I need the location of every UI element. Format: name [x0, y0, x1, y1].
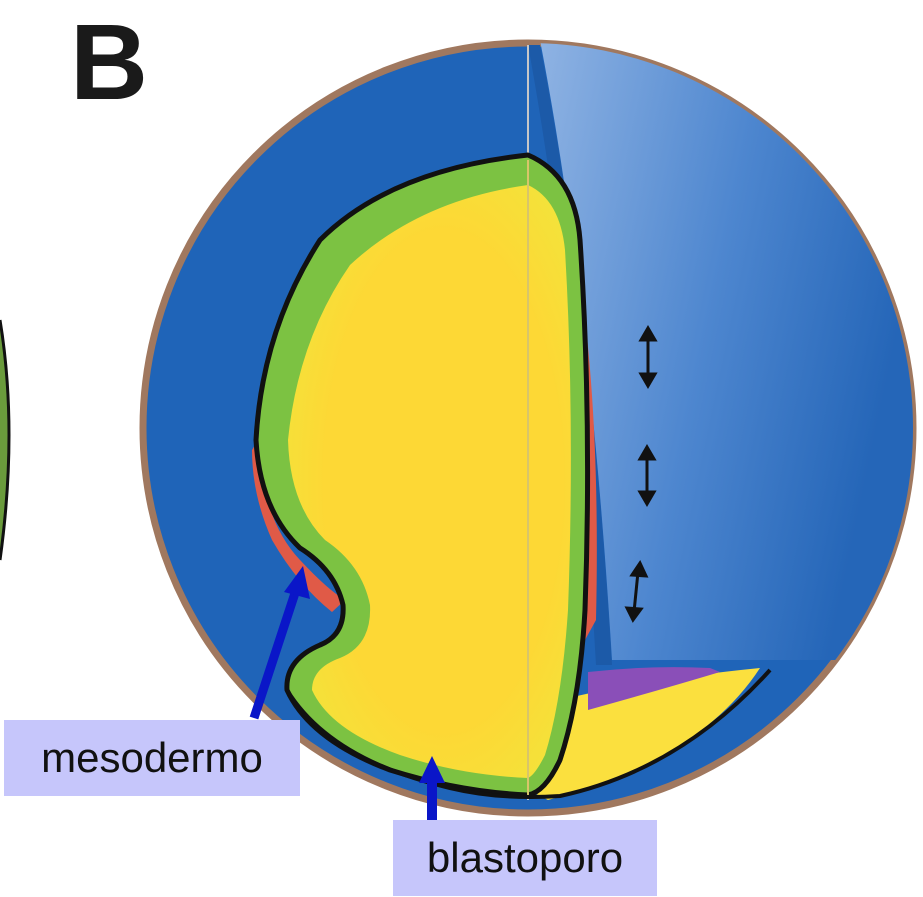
panel-letter: B: [70, 8, 148, 116]
adjacent-embryo-edge: [0, 320, 9, 560]
mesoderm-label: mesodermo: [4, 720, 300, 796]
blastopore-label: blastoporo: [393, 820, 657, 896]
